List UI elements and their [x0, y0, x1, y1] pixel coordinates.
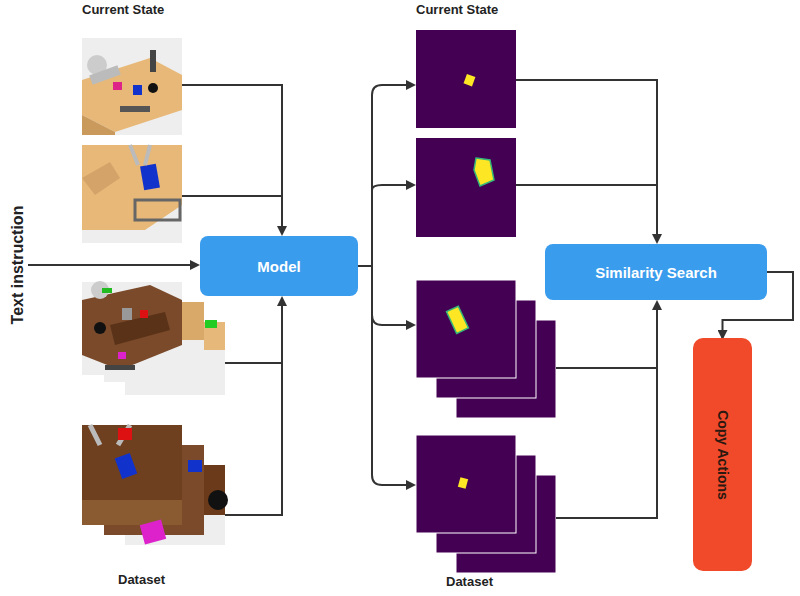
axis-label: Text instruction — [9, 206, 27, 325]
scene-image-stack — [82, 425, 228, 545]
scene-image — [82, 38, 182, 135]
scene-image-stack — [82, 281, 225, 395]
process-box: Similarity Search — [545, 244, 767, 300]
node-label: Copy Actions — [715, 410, 731, 500]
action-box: Copy Actions — [693, 338, 752, 571]
process-box: Model — [200, 236, 358, 296]
image-caption: Dataset — [446, 574, 493, 589]
image-caption: Current State — [82, 2, 164, 17]
scene-image — [82, 145, 182, 243]
mask-image — [416, 30, 516, 128]
mask-image-stack — [416, 280, 556, 418]
node-label: Similarity Search — [595, 264, 717, 281]
mask-image-stack — [416, 435, 556, 573]
image-caption: Current State — [416, 2, 498, 17]
mask-image — [416, 138, 516, 237]
node-label: Model — [257, 258, 300, 275]
image-caption: Dataset — [118, 572, 165, 587]
